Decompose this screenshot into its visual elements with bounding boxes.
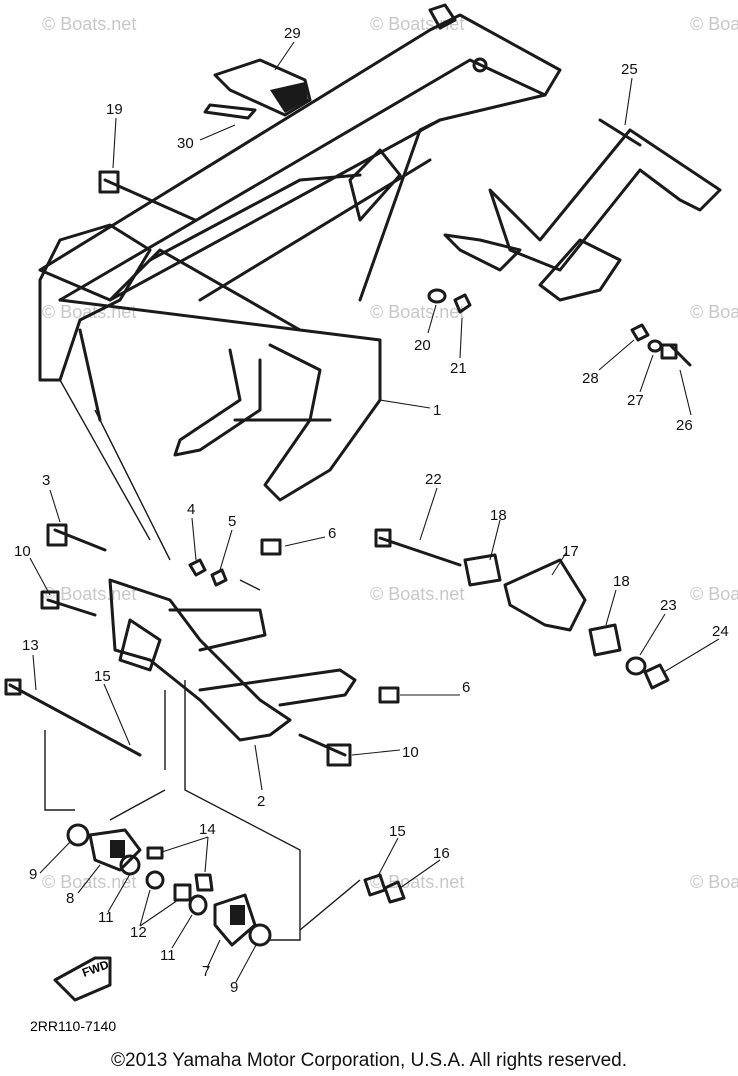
callout-15: 15 xyxy=(94,668,111,685)
callout-10: 10 xyxy=(402,744,419,761)
callout-18: 18 xyxy=(490,507,507,524)
callout-22: 22 xyxy=(425,471,442,488)
callout-20: 20 xyxy=(414,337,431,354)
callout-29: 29 xyxy=(284,25,301,42)
callout-5: 5 xyxy=(228,513,236,530)
callout-6: 6 xyxy=(462,679,470,696)
callout-9: 9 xyxy=(230,979,238,996)
watermark-layer: © Boats.net © Boats.net © Boats.net © Bo… xyxy=(42,14,738,892)
callout-15: 15 xyxy=(389,823,406,840)
callout-16: 16 xyxy=(433,845,450,862)
callout-23: 23 xyxy=(660,597,677,614)
rubber-mounts xyxy=(66,823,406,947)
callout-11: 11 xyxy=(98,909,114,926)
watermark: © Boats.net xyxy=(370,302,464,322)
callout-25: 25 xyxy=(621,61,638,78)
rear-subframe xyxy=(443,118,722,302)
watermark: © Boats.net xyxy=(42,872,136,892)
callout-7: 7 xyxy=(202,963,210,980)
callout-19: 19 xyxy=(106,101,123,118)
callout-21: 21 xyxy=(450,360,467,377)
bracket-17 xyxy=(463,553,670,690)
callout-12: 12 xyxy=(130,924,147,941)
callout-11: 11 xyxy=(160,947,176,964)
callout-27: 27 xyxy=(627,392,644,409)
leader-lines xyxy=(29,41,720,983)
callout-30: 30 xyxy=(177,135,194,152)
watermark: © Boats.net xyxy=(370,584,464,604)
watermark: © Boats.net xyxy=(690,302,738,322)
hardware-upper xyxy=(427,288,692,367)
engine-mount-assembly xyxy=(108,578,357,742)
callout-labels: 29 30 19 25 20 21 28 27 26 1 3 4 5 6 22 … xyxy=(14,25,729,996)
callout-17: 17 xyxy=(562,543,579,560)
callout-3: 3 xyxy=(42,472,50,489)
callout-13: 13 xyxy=(22,637,39,654)
assembly-guide-lines xyxy=(44,379,361,941)
callout-4: 4 xyxy=(187,501,195,518)
copyright-notice: ©2013 Yamaha Motor Corporation, U.S.A. A… xyxy=(111,1050,627,1071)
callout-14: 14 xyxy=(199,821,216,838)
callout-1: 1 xyxy=(433,402,441,419)
callout-9: 9 xyxy=(29,866,37,883)
callout-26: 26 xyxy=(676,417,693,434)
watermark: © Boats.net xyxy=(42,584,136,604)
watermark: © Boats.net xyxy=(370,872,464,892)
fasteners xyxy=(4,523,462,767)
watermark: © Boats.net xyxy=(690,14,738,34)
watermark: © Boats.net xyxy=(690,584,738,604)
callout-8: 8 xyxy=(66,890,74,907)
diagram-code: 2RR110-7140 xyxy=(30,1018,116,1034)
callout-10: 10 xyxy=(14,543,31,560)
callout-24: 24 xyxy=(712,623,729,640)
fwd-label: FWD xyxy=(80,957,111,980)
callout-2: 2 xyxy=(257,793,265,810)
bolt-19 xyxy=(98,170,197,222)
frame-exploded-view: © Boats.net © Boats.net © Boats.net © Bo… xyxy=(4,3,738,1034)
main-frame xyxy=(38,3,562,502)
callout-6: 6 xyxy=(328,525,336,542)
callout-28: 28 xyxy=(582,370,599,387)
watermark: © Boats.net xyxy=(42,14,136,34)
seat-cover-part xyxy=(203,58,312,120)
fwd-arrow-icon: FWD xyxy=(53,956,112,1002)
watermark: © Boats.net xyxy=(690,872,738,892)
callout-18: 18 xyxy=(613,573,630,590)
